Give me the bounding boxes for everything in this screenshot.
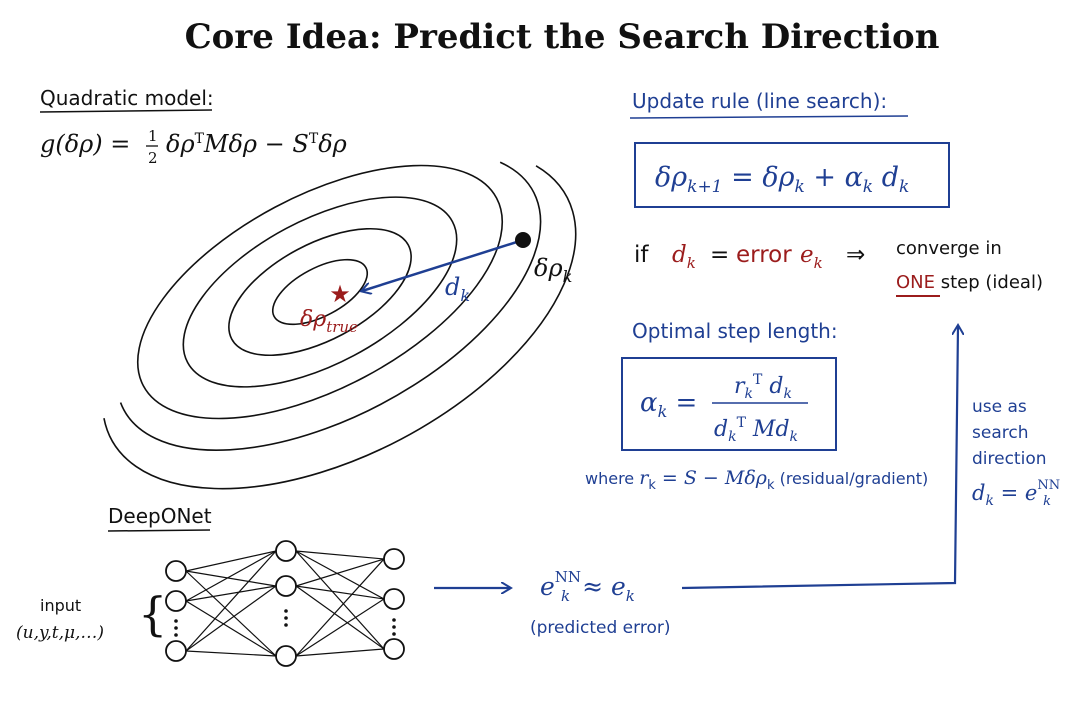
one-step-text: ONE step (ideal) <box>896 272 1043 293</box>
step-length-formula: αk = rkT dk dkT Mdk <box>640 372 808 445</box>
update-rule-heading: Update rule (line search): <box>632 89 887 113</box>
svg-text:ek: ek <box>800 242 823 272</box>
current-point-dot <box>515 232 531 248</box>
search-direction-arrow <box>362 239 521 291</box>
nn-connections-1 <box>185 550 277 657</box>
nn-input-layer <box>165 560 187 662</box>
deeponet-heading: DeepONet <box>108 504 212 528</box>
fraction-denominator: 2 <box>148 149 158 167</box>
feedback-arrow <box>681 326 958 590</box>
update-rule-formula: δρk+1 = δρk + αk dk <box>655 162 909 197</box>
deeponet-underline <box>107 529 211 532</box>
quadratic-formula: g(δρ) = 1 2 δρTMδρ − STδρ <box>40 127 347 167</box>
input-brace-icon: { <box>138 587 167 641</box>
input-label: input <box>40 596 81 615</box>
page-title: Core Idea: Predict the Search Direction <box>185 17 940 57</box>
svg-text:dk: dk <box>672 242 696 272</box>
direction-label: dk <box>445 273 470 305</box>
contour-2 <box>228 227 412 357</box>
contour-5 <box>119 161 542 451</box>
contour-4 <box>136 164 504 420</box>
minimum-star-icon: ★ <box>329 280 351 308</box>
svg-text:g(δρ) =: g(δρ) = <box>40 130 130 158</box>
neural-network <box>165 540 405 667</box>
contour-1 <box>271 258 369 326</box>
svg-text:αk =: αk = <box>640 388 697 421</box>
implies-arrow-icon: ⇒ <box>846 242 865 268</box>
update-rule-underline <box>629 115 909 119</box>
current-point-label: δρk <box>534 254 572 286</box>
nn-ellipsis <box>174 609 396 637</box>
step-length-box <box>621 357 837 451</box>
true-minimum-label: δρtrue <box>300 307 358 336</box>
nn-connections-2 <box>295 550 385 657</box>
quadratic-model-underline <box>39 109 213 113</box>
use-as-line3: direction <box>972 449 1047 469</box>
contour-6 <box>103 165 577 490</box>
nn-hidden-layer <box>275 540 297 667</box>
quadratic-formula-lhs: g(δρ) <box>40 130 103 158</box>
residual-definition: where rk = S − Mδρk (residual/gradient) <box>585 467 928 493</box>
svg-text:rkT dk: rkT dk <box>734 372 792 402</box>
svg-text:=: = <box>710 242 729 268</box>
quadratic-model-heading: Quadratic model: <box>40 86 214 110</box>
step-length-heading: Optimal step length: <box>632 319 838 343</box>
contour-ellipses <box>103 161 577 490</box>
condition-error-label: error <box>736 242 792 268</box>
predicted-error-caption: (predicted error) <box>530 618 670 638</box>
svg-text:δρTMδρ − STδρ: δρTMδρ − STδρ <box>166 130 347 158</box>
condition-line: if dk = error ek ⇒ <box>634 242 865 272</box>
use-as-line1: use as <box>972 397 1027 417</box>
svg-text:dkT Mdk: dkT Mdk <box>714 415 798 445</box>
fraction-numerator: 1 <box>148 127 158 145</box>
update-rule-box <box>634 142 950 208</box>
converge-text: converge in <box>896 238 1002 259</box>
use-as-line2: search <box>972 423 1028 443</box>
nn-output-layer <box>383 548 405 660</box>
condition-if: if <box>634 242 649 268</box>
input-variables: (u,y,t,μ,…) <box>16 623 104 643</box>
contour-3 <box>182 196 458 388</box>
